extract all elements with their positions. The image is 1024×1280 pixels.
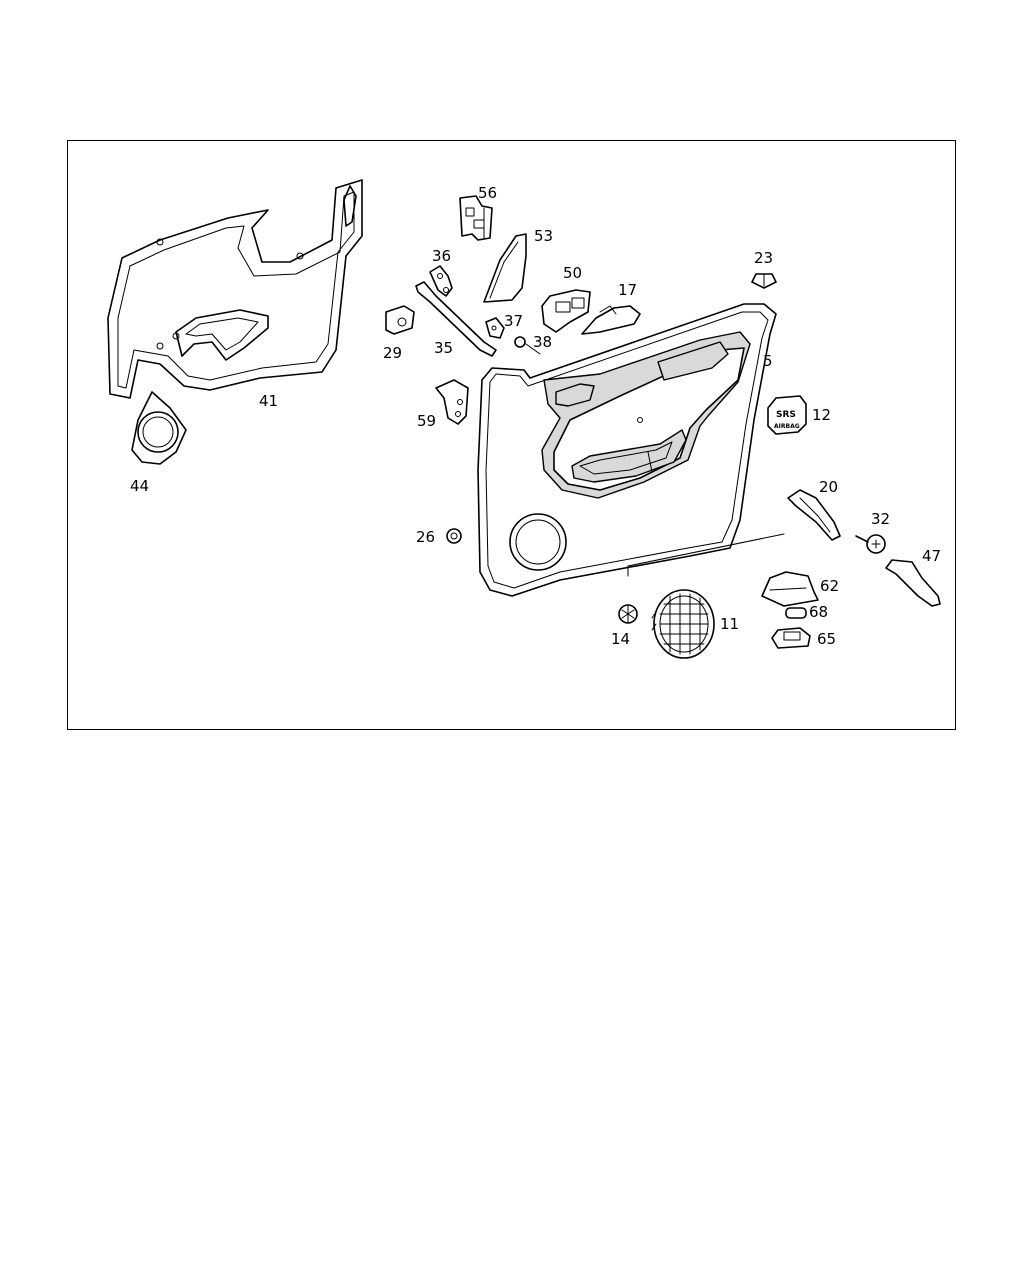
part-62-lamp-housing xyxy=(761,571,819,607)
callout-20: 20 xyxy=(819,478,838,496)
callout-17: 17 xyxy=(618,281,637,299)
part-12-airbag-badge: SRS AIRBAG xyxy=(767,395,807,435)
callout-29: 29 xyxy=(383,344,402,362)
part-38-bolt xyxy=(514,336,541,355)
callout-38: 38 xyxy=(533,333,552,351)
callout-59: 59 xyxy=(417,412,436,430)
part-11-speaker-grille xyxy=(651,589,715,659)
part-41-vapor-barrier xyxy=(107,179,363,399)
callout-11: 11 xyxy=(720,615,739,633)
badge-line-1: SRS xyxy=(776,410,796,420)
callout-50: 50 xyxy=(563,264,582,282)
callout-44: 44 xyxy=(130,477,149,495)
part-56-clip xyxy=(459,195,493,241)
part-68-bulb xyxy=(785,607,807,619)
part-29-clip-nut xyxy=(385,305,415,335)
callout-32: 32 xyxy=(871,510,890,528)
part-36-bracket xyxy=(429,265,453,297)
callout-35: 35 xyxy=(434,339,453,357)
part-14-clip xyxy=(618,604,638,624)
part-17-inner-handle xyxy=(581,305,641,335)
part-26-clip xyxy=(446,528,462,544)
part-23-clip xyxy=(751,273,777,289)
part-5-door-trim-panel xyxy=(477,303,785,597)
callout-47: 47 xyxy=(922,547,941,565)
callout-23: 23 xyxy=(754,249,773,267)
callout-36: 36 xyxy=(432,247,451,265)
callout-56: 56 xyxy=(478,184,497,202)
callout-65: 65 xyxy=(817,630,836,648)
part-53-mirror-trim xyxy=(483,233,527,303)
part-59-bracket xyxy=(435,379,469,425)
callout-37: 37 xyxy=(504,312,523,330)
part-20-bracket xyxy=(787,489,841,541)
callout-68: 68 xyxy=(809,603,828,621)
callout-41: 41 xyxy=(259,392,278,410)
callout-12: 12 xyxy=(812,406,831,424)
part-35-operating-rod xyxy=(415,281,497,357)
part-37-bracket xyxy=(485,317,505,339)
part-65-lamp-socket xyxy=(771,627,811,649)
callout-5: 5 xyxy=(763,352,773,370)
callout-53: 53 xyxy=(534,227,553,245)
part-50-switch-housing xyxy=(541,289,591,333)
part-47-trim-strip xyxy=(885,559,941,607)
diagram-frame xyxy=(67,140,956,730)
callout-26: 26 xyxy=(416,528,435,546)
callout-labels: 56 53 36 50 23 17 37 38 29 35 5 41 59 12… xyxy=(130,184,941,648)
part-32-screw xyxy=(855,534,886,554)
part-44-speaker-seal xyxy=(131,391,187,465)
badge-line-2: AIRBAG xyxy=(774,423,800,430)
callout-14: 14 xyxy=(611,630,630,648)
callout-62: 62 xyxy=(820,577,839,595)
